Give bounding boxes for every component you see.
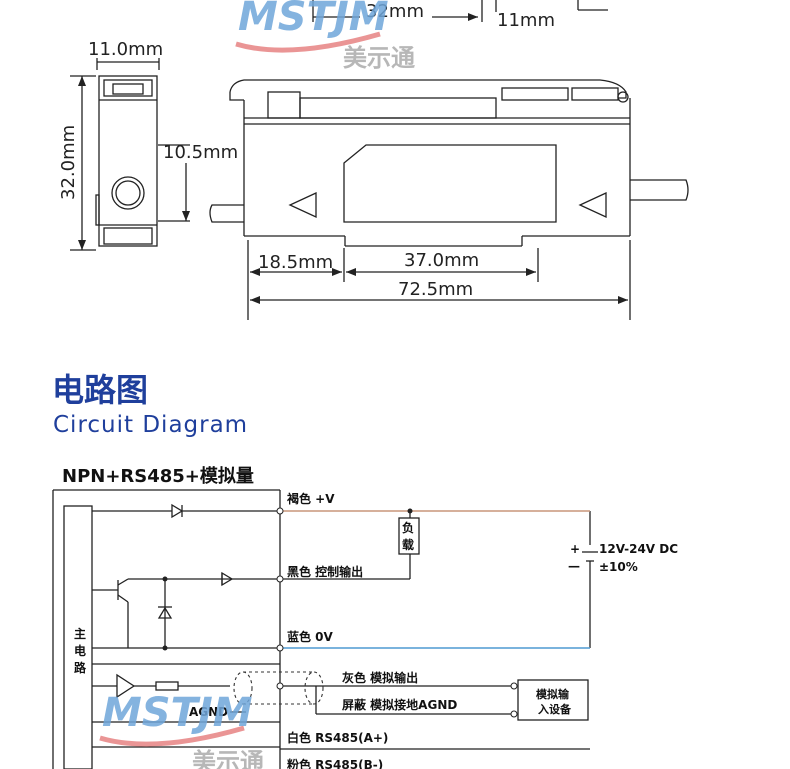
- circuit-subtitle: NPN+RS485+模拟量: [62, 466, 254, 487]
- power-minus: —: [568, 559, 580, 573]
- wire-blue-label: 蓝色 0V: [287, 629, 334, 644]
- watermark-logo-top: MSTJM: [238, 0, 389, 40]
- main-circuit-char-1: 主: [74, 626, 86, 641]
- watermark-bottom: MSTJM 美示通: [99, 690, 264, 769]
- dim-top-right: 11mm: [497, 10, 555, 31]
- analog-device-line-2: 入设备: [538, 702, 572, 716]
- dim-left-offset: 18.5mm: [258, 252, 333, 273]
- dim-rail: 37.0mm: [404, 250, 479, 271]
- wire-white-label: 白色 RS485(A+): [287, 730, 388, 745]
- load-char-1: 负: [402, 520, 414, 535]
- power-plus: +: [570, 542, 580, 556]
- dim-hole: 10.5mm: [163, 142, 238, 163]
- wire-shield-label: 屏蔽 模拟接地AGND: [341, 697, 457, 712]
- dimension-drawing: 32mm 11mm 11.0mm 10.5mm 18.5mm 37.0mm 72…: [58, 0, 689, 320]
- dim-height: 32.0mm: [58, 125, 79, 200]
- circuit-diagram: 主 电 路 褐色 +V 黑色 控制输出 蓝色 0V 灰色 模拟输出 屏蔽 模拟接…: [52, 489, 678, 769]
- agnd-label: AGND: [189, 705, 228, 719]
- watermark-brand-bottom: 美示通: [192, 748, 264, 769]
- watermark-logo-bottom: MSTJM: [102, 690, 253, 736]
- section-title-en: Circuit Diagram: [53, 412, 249, 438]
- power-voltage: 12V-24V DC: [599, 542, 678, 556]
- section-title-cn: 电路图: [52, 371, 149, 409]
- dim-total-length: 72.5mm: [398, 279, 473, 300]
- watermark-brand-top: 美示通: [343, 44, 415, 72]
- dim-top-left: 32mm: [366, 1, 424, 22]
- watermark-top: MSTJM 美示通: [235, 0, 415, 72]
- wire-gray-label: 灰色 模拟输出: [342, 670, 418, 685]
- main-circuit-char-3: 路: [74, 660, 87, 675]
- wire-pink-label: 粉色 RS485(B-): [287, 757, 383, 769]
- power-tolerance: ±10%: [599, 560, 638, 574]
- wire-black-label: 黑色 控制输出: [287, 564, 363, 579]
- analog-device-line-1: 模拟输: [536, 687, 570, 701]
- main-circuit-char-2: 电: [74, 643, 86, 658]
- load-char-2: 载: [402, 537, 414, 552]
- wire-brown-label: 褐色 +V: [286, 491, 335, 506]
- dim-width: 11.0mm: [88, 39, 163, 60]
